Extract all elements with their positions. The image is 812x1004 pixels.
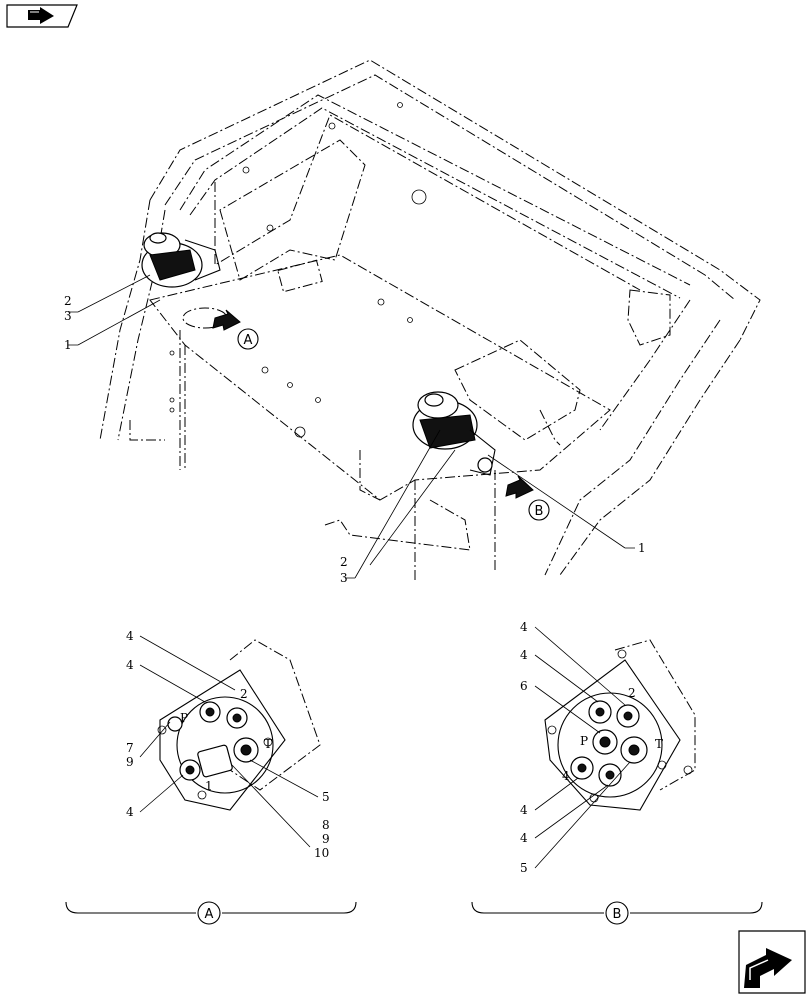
callout-a-4-second: 4 bbox=[126, 658, 134, 672]
detail-b-label: B bbox=[613, 907, 622, 922]
cab-frame bbox=[99, 59, 761, 576]
detail-b-label-circle bbox=[605, 901, 629, 925]
floor-plate bbox=[149, 102, 671, 580]
valve-assembly-a bbox=[141, 232, 221, 288]
port-a-2: 2 bbox=[240, 687, 248, 701]
detail-view-a bbox=[157, 639, 321, 811]
port-b-4: 4 bbox=[562, 769, 570, 783]
callout-main-right-1: 1 bbox=[638, 541, 646, 555]
port-a-p: P bbox=[180, 711, 188, 725]
detail-a-bracket bbox=[65, 901, 357, 914]
callout-a-7: 7 bbox=[126, 741, 134, 755]
detail-view-b bbox=[544, 639, 696, 811]
back-button[interactable] bbox=[6, 4, 78, 28]
callout-a-10: 10 bbox=[314, 846, 329, 860]
callout-main-center-2: 2 bbox=[340, 555, 348, 569]
callout-a-4-bottom: 4 bbox=[126, 805, 134, 819]
callout-b-4-lower: 4 bbox=[520, 803, 528, 817]
callout-b-4-bottom: 4 bbox=[520, 831, 528, 845]
callout-main-left-1: 1 bbox=[64, 338, 72, 352]
back-arrow-icon bbox=[6, 4, 78, 28]
detail-a-label: A bbox=[205, 907, 214, 922]
port-a-t: T bbox=[264, 737, 272, 751]
view-marker-a: A bbox=[244, 333, 253, 348]
callout-main-left-3: 3 bbox=[64, 309, 72, 323]
port-b-t: T bbox=[655, 737, 663, 751]
port-a-1: 1 bbox=[205, 779, 213, 793]
view-marker-b: B bbox=[535, 504, 544, 519]
callout-a-9: 9 bbox=[126, 755, 134, 769]
next-button[interactable] bbox=[738, 930, 806, 994]
detail-b-bracket bbox=[471, 901, 763, 914]
callout-b-4-second: 4 bbox=[520, 648, 528, 662]
view-arrow-a-icon bbox=[212, 309, 241, 331]
callout-a-5: 5 bbox=[322, 790, 330, 804]
callout-a-4-top: 4 bbox=[126, 629, 134, 643]
view-arrow-b-icon bbox=[505, 475, 534, 499]
callout-main-center-3: 3 bbox=[340, 571, 348, 585]
view-marker-a-circle bbox=[237, 328, 259, 350]
callout-main-left-2: 2 bbox=[64, 294, 72, 308]
view-marker-b-circle bbox=[528, 499, 550, 521]
callout-b-6: 6 bbox=[520, 679, 528, 693]
callout-a-9-right: 9 bbox=[322, 832, 330, 846]
next-arrow-icon bbox=[738, 930, 806, 994]
callout-b-4-top: 4 bbox=[520, 620, 528, 634]
port-b-p: P bbox=[580, 734, 588, 748]
valve-assembly-b bbox=[412, 391, 496, 476]
callout-b-5: 5 bbox=[520, 861, 528, 875]
port-b-2: 2 bbox=[628, 686, 636, 700]
callout-a-8: 8 bbox=[322, 818, 330, 832]
detail-a-label-circle bbox=[197, 901, 221, 925]
